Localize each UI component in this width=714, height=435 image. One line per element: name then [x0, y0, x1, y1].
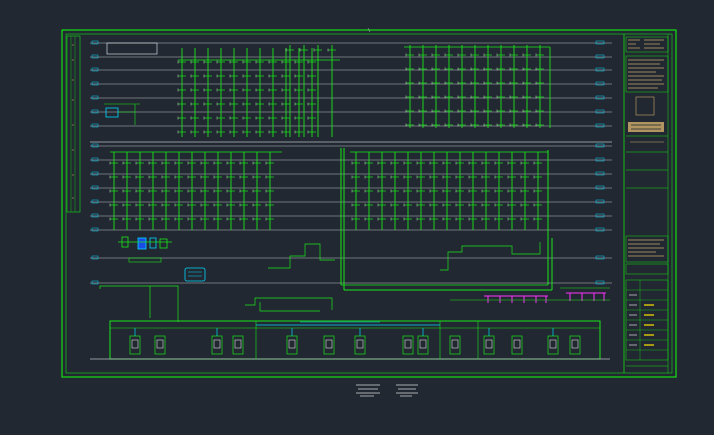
- floor-tag-right: [595, 40, 605, 45]
- machine-room-units[interactable]: [129, 328, 581, 355]
- floor-tag-right: [595, 213, 605, 218]
- machine-unit: [211, 335, 223, 355]
- floor-tag-right: [595, 143, 605, 148]
- legend-note-left: [356, 383, 382, 398]
- floor-tag-left: [91, 280, 99, 285]
- floor-tag-right: [595, 81, 605, 86]
- legend-note-right: [396, 383, 422, 398]
- machine-unit-core: [234, 339, 242, 349]
- left-binding-strip: [66, 35, 81, 213]
- floor-tag-right: [595, 157, 605, 162]
- machine-unit: [129, 335, 141, 355]
- machine-unit: [232, 335, 244, 355]
- machine-unit-core: [325, 339, 333, 349]
- floor-tag-left: [91, 185, 99, 190]
- floor-tag-left: [91, 227, 99, 232]
- floor-tag-left: [91, 67, 99, 72]
- machine-unit: [483, 335, 495, 355]
- floor-tag-left: [91, 171, 99, 176]
- floor-tag-left: [91, 213, 99, 218]
- machine-unit: [402, 335, 414, 355]
- machine-unit-core: [513, 339, 521, 349]
- machine-unit-core: [549, 339, 557, 349]
- machine-unit: [323, 335, 335, 355]
- floor-tag-right: [595, 54, 605, 59]
- machine-unit-core: [404, 339, 412, 349]
- drawing-title-box: [106, 42, 158, 55]
- machine-unit-core: [419, 339, 427, 349]
- floor-tag-left: [91, 123, 99, 128]
- floor-tag-left: [91, 157, 99, 162]
- collector-lines: [99, 242, 541, 322]
- machine-unit: [286, 335, 298, 355]
- machine-unit: [354, 335, 366, 355]
- machine-unit-core: [571, 339, 579, 349]
- pump-icon[interactable]: [118, 236, 172, 263]
- floor-tag-left: [91, 40, 99, 45]
- tank-icon[interactable]: [184, 267, 206, 282]
- floor-tag-right: [595, 280, 605, 285]
- floor-tag-left: [91, 95, 99, 100]
- machine-unit-core: [451, 339, 459, 349]
- machine-unit: [449, 335, 461, 355]
- floor-level-tags: [91, 40, 605, 285]
- sheet-inner-frame: [65, 33, 673, 374]
- floor-tag-left: [91, 143, 99, 148]
- machine-unit-core: [485, 339, 493, 349]
- machine-unit-core: [356, 339, 364, 349]
- floor-tag-left: [91, 255, 99, 260]
- machine-room[interactable]: [90, 320, 610, 360]
- floor-tag-right: [595, 67, 605, 72]
- machine-unit: [547, 335, 559, 355]
- floor-tag-right: [595, 95, 605, 100]
- floor-tag-left: [91, 109, 99, 114]
- floor-tag-left: [91, 54, 99, 59]
- floor-tag-right: [595, 199, 605, 204]
- sheet-marker: [367, 27, 371, 33]
- pipe-chain-middle: [245, 297, 333, 312]
- riser-groups[interactable]: [109, 45, 551, 230]
- floor-tag-right: [595, 227, 605, 232]
- floor-tag-right: [595, 255, 605, 260]
- machine-unit: [569, 335, 581, 355]
- floor-tag-right: [595, 123, 605, 128]
- titleblock-stamp: [635, 96, 655, 116]
- machine-unit-core: [288, 339, 296, 349]
- machine-unit-core: [131, 339, 139, 349]
- titleblock-logo-icon: [628, 122, 664, 132]
- machine-unit-core: [156, 339, 164, 349]
- machine-unit: [154, 335, 166, 355]
- legend-lines-right: [396, 384, 418, 397]
- title-block[interactable]: [623, 34, 669, 373]
- main-vertical-risers: [340, 148, 553, 291]
- floor-tag-left: [91, 199, 99, 204]
- legend-lines-left: [356, 384, 380, 397]
- equipment-note-upper-left: [104, 103, 140, 125]
- floor-tag-left: [91, 81, 99, 86]
- machine-unit-core: [213, 339, 221, 349]
- machine-unit: [511, 335, 523, 355]
- floor-tag-right: [595, 185, 605, 190]
- floor-level-lines: [90, 42, 612, 284]
- floor-tag-right: [595, 171, 605, 176]
- floor-tag-right: [595, 109, 605, 114]
- magenta-equipment-row: [484, 292, 606, 303]
- machine-unit: [417, 335, 429, 355]
